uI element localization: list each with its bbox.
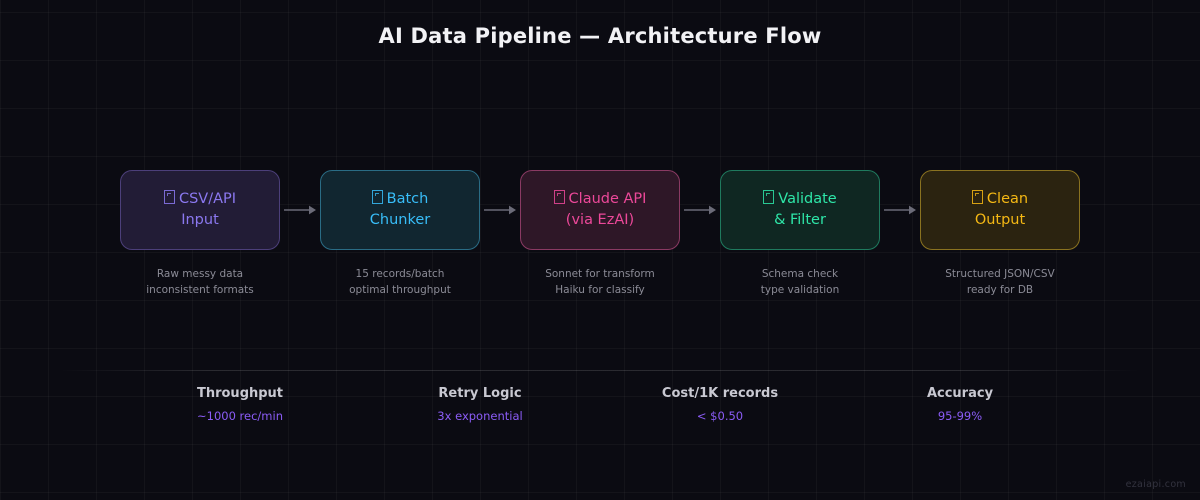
node-caption-line1: Structured JSON/CSV [945,268,1055,280]
node-caption-line1: Schema check [761,268,839,280]
arrow-right-icon [284,205,316,215]
node-claude-api-ezai: Claude API (via EzAI) Sonnet for transform… [520,170,680,296]
node-caption-line1: 15 records/batch [355,268,445,280]
node-caption-line2: Haiku for classify [555,284,645,297]
node-label-primary: Claude API [553,189,647,210]
metric-label: Retry Logic [438,386,522,401]
node-label-primary-text: Clean [986,190,1029,207]
missing-glyph-tofu-icon [163,189,175,204]
node-label-primary-text: CSV/API [178,190,237,207]
node-label-secondary: Chunker [369,212,431,228]
node-caption-batch-chunker: 15 records/batch optimal throughput [300,266,500,299]
node-box-csv-api-input[interactable]: CSV/API Input [120,170,280,250]
metric-value: 95-99% [937,409,983,423]
metric-label: Throughput [196,386,284,401]
arrow-right-icon [884,205,916,215]
arrow-right-icon [684,205,716,215]
metric-value: ~1000 rec/min [197,409,283,423]
node-caption-line2: inconsistent formats [146,284,254,297]
node-box-claude-api-ezai[interactable]: Claude API (via EzAI) [520,170,680,250]
node-label-secondary: (via EzAI) [565,212,635,228]
watermark: ezaiapi.com [1125,479,1186,490]
node-label-primary-text: Validate [778,190,837,207]
metric-cost-1k-records: Cost/1K records < $0.50 [600,386,840,423]
missing-glyph-tofu-icon [763,189,775,204]
node-caption-line1: Raw messy data [156,268,244,280]
node-label-primary: CSV/API [163,189,237,210]
metric-throughput: Throughput ~1000 rec/min [120,386,360,423]
node-caption-line1: Sonnet for transform [545,268,655,280]
node-caption-clean-output: Structured JSON/CSV ready for DB [900,266,1100,299]
node-caption-csv-api-input: Raw messy data inconsistent formats [100,266,300,299]
metric-value: 3x exponential [437,409,523,423]
missing-glyph-tofu-icon [553,189,565,204]
node-caption-line2: optimal throughput [349,284,451,297]
node-caption-line2: ready for DB [966,284,1034,297]
metrics-row: Throughput ~1000 rec/min Retry Logic 3x exp… [120,386,1080,436]
node-label-primary: Validate [763,189,837,210]
missing-glyph-tofu-icon [371,189,383,204]
node-label-secondary: Output [974,212,1026,228]
section-divider [60,370,1140,371]
metric-label: Accuracy [926,386,994,401]
node-label-primary: Clean [971,189,1029,210]
metric-label: Cost/1K records [661,386,779,401]
arrow-right-icon [484,205,516,215]
node-label-primary-text: Claude API [568,190,647,207]
missing-glyph-tofu-icon [971,189,983,204]
page-title: AI Data Pipeline — Architecture Flow [378,24,822,48]
node-caption-line2: type validation [760,284,840,297]
metric-accuracy: Accuracy 95-99% [840,386,1080,423]
node-label-secondary: & Filter [774,212,826,228]
node-box-validate-filter[interactable]: Validate & Filter [720,170,880,250]
node-label-secondary: Input [181,212,219,228]
metric-retry-logic: Retry Logic 3x exponential [360,386,600,423]
metric-value: < $0.50 [696,409,744,423]
node-label-primary: Batch [371,189,429,210]
node-label-primary-text: Batch [386,190,429,207]
node-caption-validate-filter: Schema check type validation [700,266,900,299]
